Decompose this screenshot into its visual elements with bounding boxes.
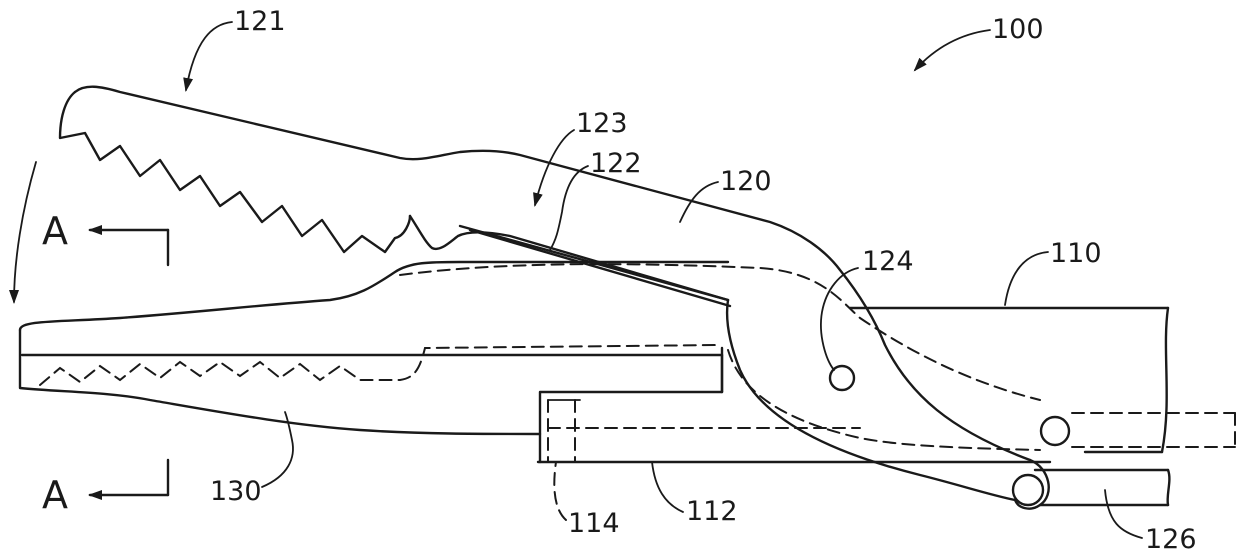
section-line-upper: A: [42, 209, 168, 265]
upper-jaw-hidden-outline: [400, 264, 1040, 450]
callout-jaw-tip: 121: [186, 6, 286, 90]
first-jaw: [60, 87, 1049, 509]
rod-pin-lower: [1013, 475, 1043, 505]
label-130: 130: [210, 476, 262, 507]
closing-motion-arrow: [14, 162, 36, 302]
rod-pin-upper: [1041, 417, 1069, 445]
section-label-upper: A: [42, 209, 68, 253]
callout-actuator-rod: 126: [1105, 490, 1197, 555]
callout-sheath: 110: [1005, 238, 1102, 305]
label-120: 120: [720, 166, 772, 197]
label-121: 121: [234, 6, 286, 37]
label-100: 100: [992, 14, 1044, 45]
callout-jaw-slot: 122: [550, 148, 642, 250]
label-122: 122: [590, 148, 642, 179]
label-114: 114: [568, 508, 620, 539]
label-124: 124: [862, 246, 914, 277]
callout-sheath-distal-portion: 112: [652, 462, 738, 527]
section-line-lower: A: [42, 460, 168, 517]
second-jaw: [20, 262, 728, 434]
label-110: 110: [1050, 238, 1102, 269]
callout-first-jaw: 120: [680, 166, 772, 222]
label-112: 112: [686, 496, 738, 527]
callout-device: 100: [915, 14, 1044, 70]
sheath-distal-portion: [540, 348, 860, 462]
section-label-lower: A: [42, 473, 68, 517]
callout-sheath-opening: 114: [554, 462, 619, 539]
actuator-rod: [1035, 470, 1169, 505]
callout-second-jaw: 130: [210, 412, 293, 507]
label-123: 123: [576, 108, 628, 139]
label-126: 126: [1145, 524, 1197, 555]
actuator-rod-hidden: [1072, 413, 1235, 447]
